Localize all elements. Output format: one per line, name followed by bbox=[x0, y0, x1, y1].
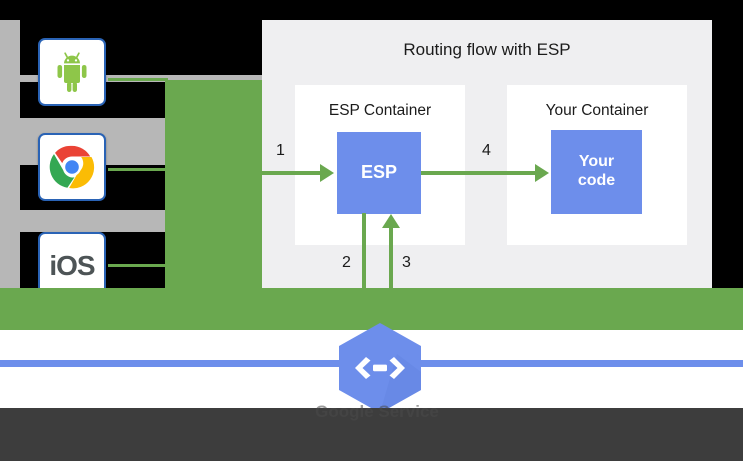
your-code-node-label: Your code bbox=[578, 153, 615, 191]
esp-node-label: ESP bbox=[360, 162, 398, 183]
background-grey-strip-2 bbox=[0, 210, 165, 232]
esp-node[interactable]: ESP bbox=[337, 132, 421, 214]
chrome-icon bbox=[49, 145, 95, 189]
arrow-3-extension bbox=[389, 275, 393, 330]
cloud-endpoints-logo bbox=[337, 322, 423, 414]
client-connector-android bbox=[108, 78, 168, 81]
esp-container-label: ESP Container bbox=[328, 102, 432, 119]
client-card-android[interactable] bbox=[38, 38, 106, 106]
arrow-3-line bbox=[389, 225, 393, 295]
client-card-chrome[interactable] bbox=[38, 133, 106, 201]
arrow-2-line bbox=[362, 213, 366, 295]
arrow-1-head bbox=[320, 164, 334, 182]
arrow-4-line bbox=[421, 171, 537, 175]
step-number-3: 3 bbox=[402, 254, 411, 271]
ios-label: iOS bbox=[49, 250, 95, 281]
arrow-3-head bbox=[382, 214, 400, 228]
android-icon bbox=[57, 52, 87, 92]
arrow-4-head bbox=[535, 164, 549, 182]
service-caption: Google Service bbox=[315, 402, 439, 421]
background-green-block bbox=[165, 80, 262, 300]
arrow-1-line bbox=[260, 171, 322, 175]
your-code-line1: Your bbox=[578, 153, 615, 171]
page-title: Routing flow with ESP bbox=[403, 40, 571, 59]
step-number-4: 4 bbox=[482, 142, 491, 159]
routing-flow-panel: Routing flow with ESP ESP Container Your… bbox=[260, 20, 712, 295]
bottom-dark-overlay bbox=[0, 408, 743, 461]
background-grey-strip-1 bbox=[0, 118, 165, 130]
your-container-label: Your Container bbox=[545, 102, 649, 119]
step-number-2: 2 bbox=[342, 254, 351, 271]
arrow-2-extension bbox=[362, 275, 366, 330]
cloud-endpoints-hexagon-icon bbox=[339, 323, 421, 413]
your-code-node[interactable]: Your code bbox=[551, 130, 642, 214]
client-connector-ios bbox=[108, 264, 168, 267]
your-code-line2: code bbox=[577, 172, 616, 189]
client-connector-chrome bbox=[108, 168, 168, 171]
step-number-1: 1 bbox=[276, 142, 285, 159]
green-band bbox=[0, 288, 743, 330]
